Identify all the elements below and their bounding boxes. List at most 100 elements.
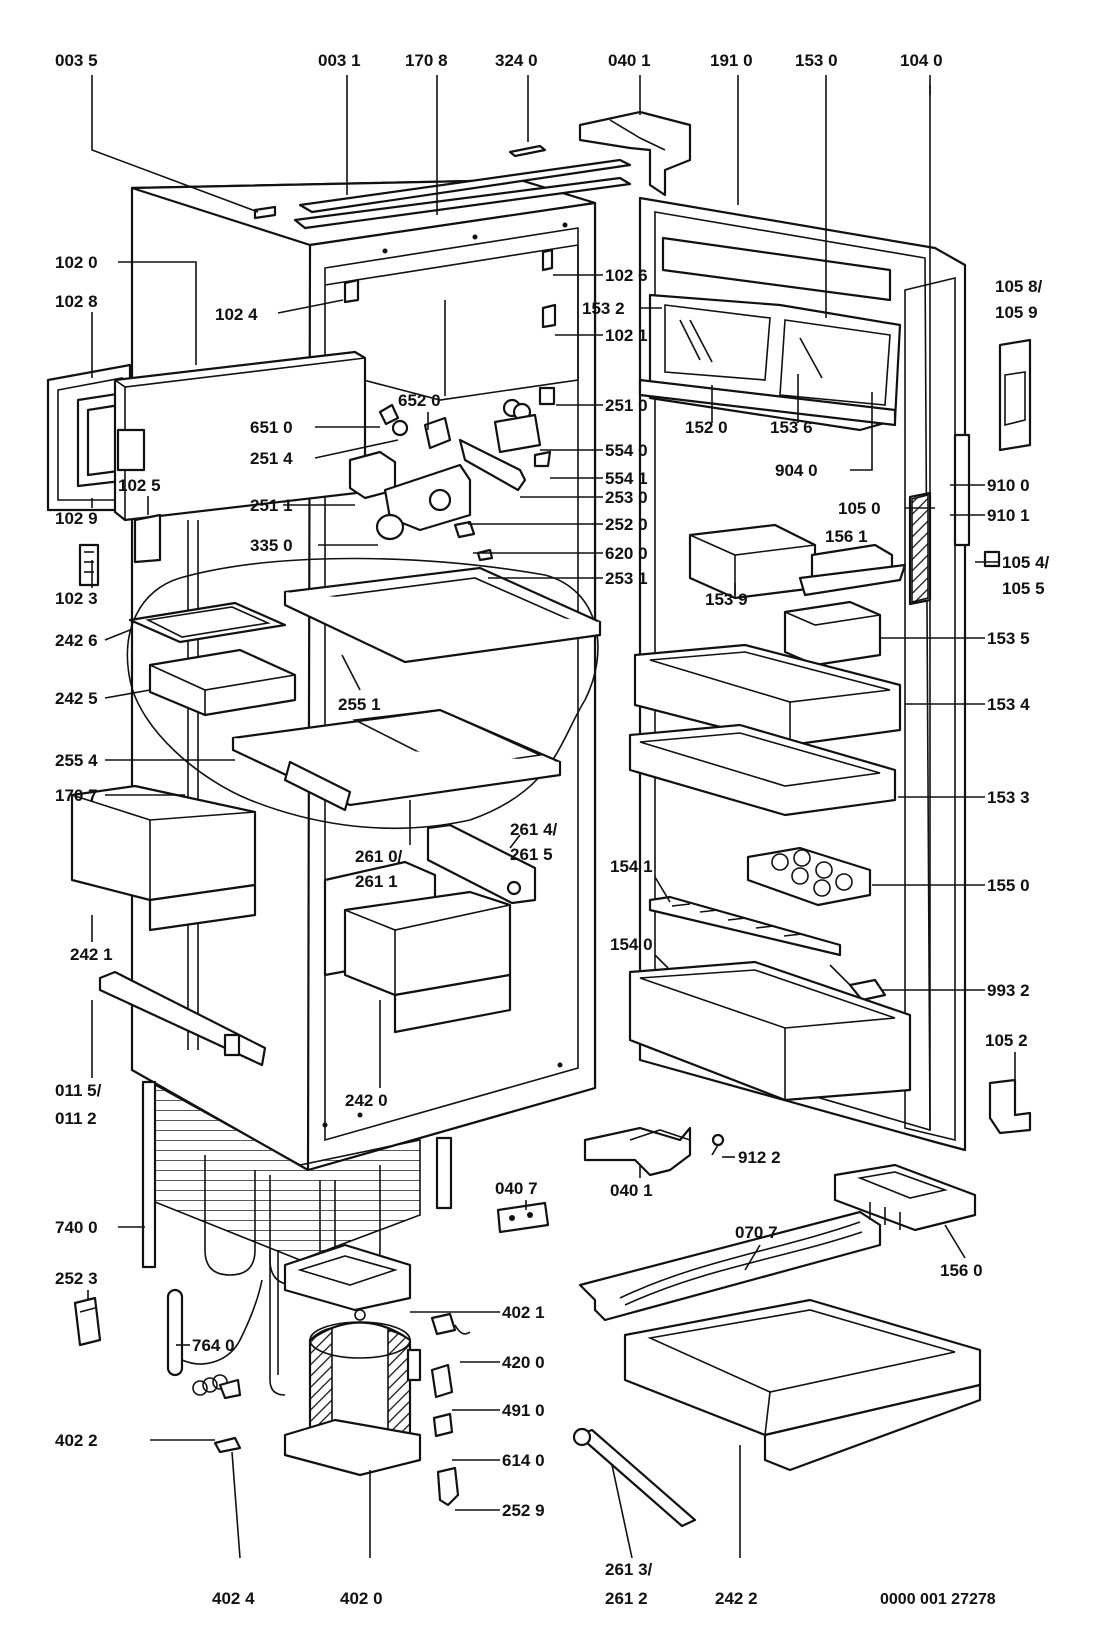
label-1058: 105 8/: [995, 277, 1043, 296]
label-0407: 040 7: [495, 1179, 538, 1198]
label-2421: 242 1: [70, 945, 113, 964]
label-1539: 153 9: [705, 590, 748, 609]
label-1534: 153 4: [987, 695, 1030, 714]
label-1560: 156 0: [940, 1261, 983, 1280]
door-bins: [628, 523, 912, 1102]
label-1059: 105 9: [995, 303, 1038, 322]
label-2614: 261 4/: [510, 820, 558, 839]
label-1054: 105 4/: [1002, 553, 1050, 572]
top-rails: [253, 144, 632, 230]
label-1536: 153 6: [770, 418, 813, 437]
label-1021: 102 1: [605, 326, 648, 345]
label-2520: 252 0: [605, 515, 648, 534]
label-2426: 242 6: [55, 631, 98, 650]
bottom-hinge: [583, 1126, 725, 1177]
label-0115: 011 5/: [55, 1081, 102, 1100]
label-9932: 993 2: [987, 981, 1030, 1000]
label-2610: 261 0/: [355, 847, 403, 866]
label-5540: 554 0: [605, 441, 648, 460]
label-1020: 102 0: [55, 253, 98, 272]
label-1026: 102 6: [605, 266, 648, 285]
label-1028: 102 8: [55, 292, 98, 311]
label-1540: 154 0: [610, 935, 653, 954]
label-9122: 912 2: [738, 1148, 781, 1167]
label-9101: 910 1: [987, 506, 1030, 525]
label-3350: 335 0: [250, 536, 293, 555]
label-2530: 253 0: [605, 488, 648, 507]
label-4024: 402 4: [212, 1589, 255, 1608]
base-front-strip: [98, 970, 267, 1067]
label-2529: 252 9: [502, 1501, 545, 1520]
leader-lines: [87, 75, 1016, 1559]
drawer-rail: [572, 1427, 697, 1528]
label-0112: 011 2: [55, 1109, 97, 1128]
label-2420: 242 0: [345, 1091, 388, 1110]
label-9040: 904 0: [775, 461, 818, 480]
top-hinge: [578, 110, 692, 197]
label-2422: 242 2: [715, 1589, 758, 1608]
label-7400: 740 0: [55, 1218, 98, 1237]
label-0035: 003 5: [55, 51, 98, 70]
ice-tray: [833, 1163, 977, 1232]
label-2425: 242 5: [55, 689, 98, 708]
electrical-parts: [213, 1312, 471, 1507]
label-9100: 910 0: [987, 476, 1030, 495]
label-4021: 402 1: [502, 1303, 545, 1322]
label-1050: 105 0: [838, 499, 881, 518]
label-1533: 153 3: [987, 788, 1030, 807]
label-3240: 324 0: [495, 51, 538, 70]
label-1029: 102 9: [55, 509, 98, 528]
label-1023: 102 3: [55, 589, 98, 608]
vegetable-bin-center: [323, 860, 512, 1034]
label-1550: 155 0: [987, 876, 1030, 895]
label-6140: 614 0: [502, 1451, 545, 1470]
label-1541: 154 1: [610, 857, 653, 876]
label-1040: 104 0: [900, 51, 943, 70]
label-1707: 170 7: [55, 786, 98, 805]
label-1910: 191 0: [710, 51, 753, 70]
compressor: [269, 1243, 422, 1477]
label-2511: 251 1: [250, 496, 293, 515]
label-6520: 652 0: [398, 391, 441, 410]
vegetable-bin-left: [70, 784, 257, 932]
drier: [166, 1279, 263, 1396]
label-0401-top: 040 1: [608, 51, 651, 70]
label-4020: 402 0: [340, 1589, 383, 1608]
label-1052: 105 2: [985, 1031, 1028, 1050]
label-2510: 251 0: [605, 396, 648, 415]
label-2514: 251 4: [250, 449, 293, 468]
label-4910: 491 0: [502, 1401, 545, 1420]
label-2611: 261 1: [355, 872, 398, 891]
label-4200: 420 0: [502, 1353, 545, 1372]
label-2613: 261 3/: [605, 1560, 653, 1579]
label-2551: 255 1: [338, 695, 381, 714]
label-1535: 153 5: [987, 629, 1030, 648]
label-2612: 261 2: [605, 1589, 648, 1608]
label-2531: 253 1: [605, 569, 648, 588]
label-2523: 252 3: [55, 1269, 98, 1288]
label-2615: 261 5: [510, 845, 553, 864]
label-0031: 003 1: [318, 51, 361, 70]
document-number: 0000 001 27278: [880, 1591, 996, 1608]
label-1530: 153 0: [795, 51, 838, 70]
label-1025: 102 5: [118, 476, 161, 495]
label-4022: 402 2: [55, 1431, 98, 1450]
label-1532: 153 2: [582, 299, 625, 318]
label-7640: 764 0: [192, 1336, 235, 1355]
label-2554: 255 4: [55, 751, 98, 770]
bottom-frame-strip: [578, 1210, 882, 1322]
door-butter-compartment: [638, 236, 902, 432]
label-6510: 651 0: [250, 418, 293, 437]
label-1024: 102 4: [215, 305, 258, 324]
label-1055: 105 5: [1002, 579, 1045, 598]
part-labels: 003 5 003 1 170 8 324 0 040 1 191 0 153 …: [55, 51, 1050, 1608]
freezer-drawer: [623, 1298, 982, 1472]
label-1561: 156 1: [825, 527, 868, 546]
thermostat-parts: [343, 248, 557, 562]
label-1708: 170 8: [405, 51, 448, 70]
label-5541: 554 1: [605, 469, 648, 488]
shelves-bubble: [126, 557, 602, 830]
label-0401-bottom: 040 1: [610, 1181, 653, 1200]
label-0707: 070 7: [735, 1223, 778, 1242]
